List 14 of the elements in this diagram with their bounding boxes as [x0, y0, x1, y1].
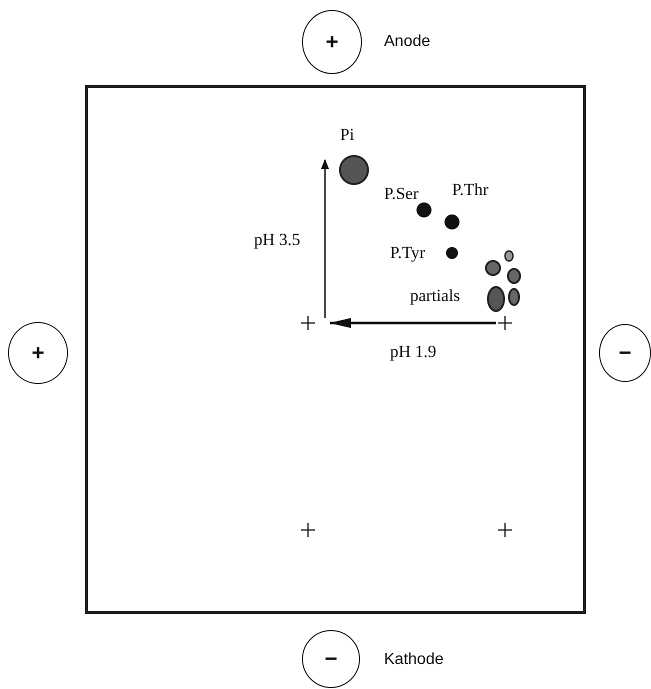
- spot-label: P.Thr: [452, 180, 488, 200]
- tlc-plate: [85, 85, 586, 614]
- electrode-circle: +: [302, 10, 362, 74]
- spot-label: Pi: [340, 125, 354, 145]
- spot-label: P.Tyr: [390, 243, 426, 263]
- electrode-circle: −: [302, 630, 360, 688]
- electrode-circle: +: [8, 322, 68, 384]
- electrode-label: Anode: [384, 33, 430, 51]
- spot-label: partials: [410, 286, 460, 306]
- spot-label: P.Ser: [384, 184, 418, 204]
- electrode-circle: −: [599, 324, 651, 382]
- electrode-label: Kathode: [384, 651, 444, 669]
- buffer-label: pH 3.5: [254, 230, 300, 250]
- buffer-label: pH 1.9: [390, 342, 436, 362]
